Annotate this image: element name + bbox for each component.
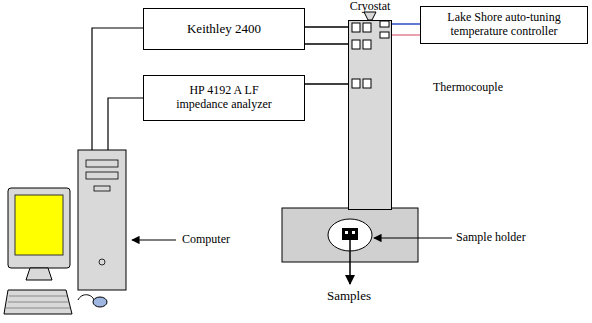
signal-wire bbox=[392, 34, 420, 35]
instrument-box: Keithley 2400 bbox=[143, 8, 305, 50]
callout-label: Sample holder bbox=[455, 230, 527, 245]
computer-wire bbox=[92, 28, 143, 150]
computer-wire bbox=[108, 98, 143, 150]
cryostat: Cryostat bbox=[320, 0, 420, 210]
monitor-stand bbox=[26, 268, 52, 280]
cryostat-ports bbox=[352, 21, 389, 88]
sample bbox=[342, 228, 358, 240]
mouse-cable bbox=[78, 295, 94, 300]
cryostat-column bbox=[348, 20, 392, 210]
instrument-box: HP 4192 A LF impedance analyzer bbox=[143, 75, 305, 121]
signal-wire bbox=[305, 43, 348, 44]
node-label: Keithley 2400 bbox=[187, 22, 261, 37]
drive-bays bbox=[86, 160, 118, 265]
keyboard bbox=[4, 290, 72, 314]
wire-label: Thermocouple bbox=[432, 80, 504, 95]
leader-arrow bbox=[374, 237, 452, 238]
callout-label: Samples bbox=[326, 288, 372, 304]
controller-box: Lake Shore auto-tuning temperature contr… bbox=[420, 6, 588, 44]
leader-arrow bbox=[349, 240, 351, 284]
sample-contact bbox=[345, 231, 348, 234]
node-label: HP 4192 A LF impedance analyzer bbox=[166, 84, 282, 112]
signal-wire bbox=[392, 23, 420, 24]
monitor-screen bbox=[15, 195, 63, 255]
callout-label: Computer bbox=[181, 232, 231, 247]
cryostat-knob bbox=[364, 12, 376, 20]
node-label: Cryostat bbox=[320, 0, 420, 14]
computer-tower bbox=[78, 150, 126, 290]
node-label: Lake Shore auto-tuning temperature contr… bbox=[427, 11, 581, 39]
signal-wire bbox=[305, 83, 348, 84]
keyboard-keys bbox=[6, 296, 70, 308]
monitor bbox=[8, 188, 70, 268]
signal-wire bbox=[305, 26, 348, 27]
leader-arrow bbox=[132, 239, 176, 240]
mouse bbox=[93, 297, 107, 307]
sample-contact bbox=[352, 231, 355, 234]
